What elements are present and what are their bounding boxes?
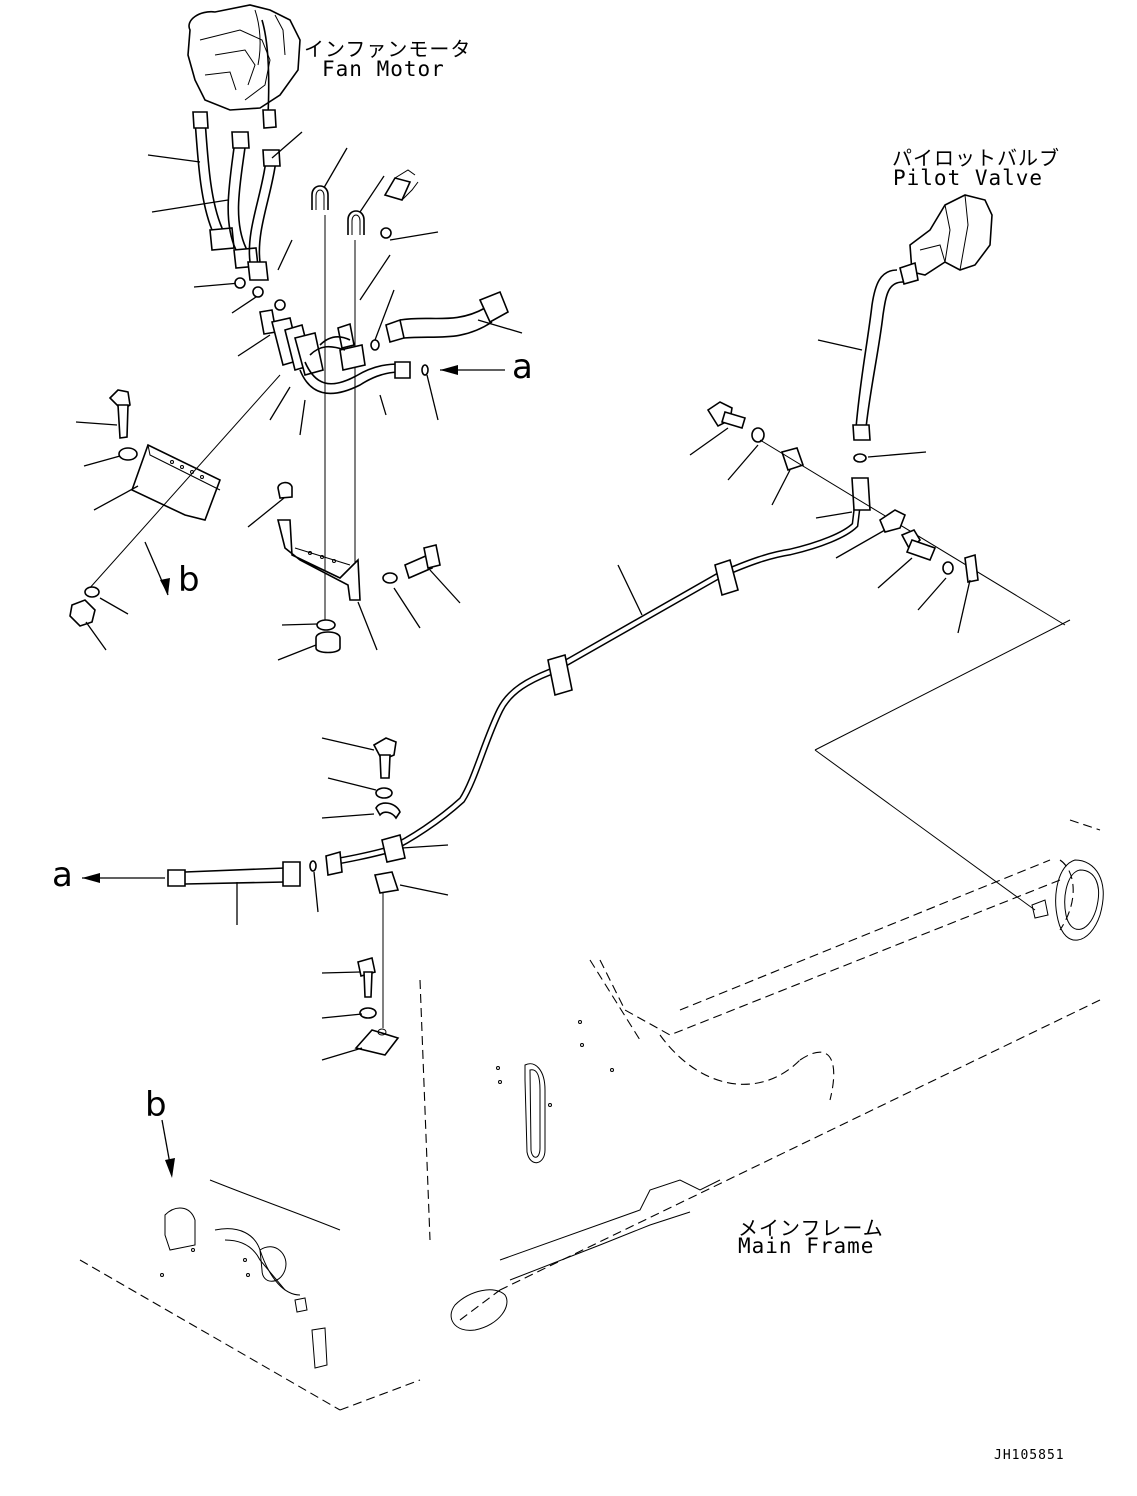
- main-pipe: [328, 477, 871, 866]
- fan-motor-hoses: [192, 111, 281, 281]
- drawing-code: JH105851: [994, 1448, 1065, 1463]
- ref-a-arrow-top: [440, 365, 505, 375]
- ref-a-label-bottom: a: [52, 855, 73, 895]
- lower-clamps: [321, 737, 449, 1061]
- fan-motor-drawing: [187, 4, 301, 129]
- main-frame-label-en: Main Frame: [738, 1234, 875, 1258]
- leader-lines-upper: [147, 131, 523, 436]
- ref-b-arrow-lower: [161, 1119, 175, 1178]
- u-bolts: [311, 185, 365, 620]
- center-bracket: [247, 481, 461, 661]
- fittings-cluster: [259, 309, 411, 395]
- fan-motor-label-jp: インファンモータ: [304, 37, 472, 61]
- ref-a-label-top: a: [512, 347, 533, 387]
- main-frame-drawing: [79, 619, 1104, 1411]
- ref-b-label-top: b: [178, 560, 200, 600]
- main-frame-label-jp: メインフレーム: [738, 1216, 884, 1240]
- ref-b-label-bottom: b: [145, 1085, 167, 1125]
- right-fittings: [689, 401, 1066, 634]
- bracket-plate-left: [69, 374, 281, 651]
- pilot-valve-label-en: Pilot Valve: [893, 166, 1044, 190]
- return-hose: [383, 169, 510, 343]
- pilot-valve-drawing: [817, 194, 993, 458]
- o-rings: [234, 227, 867, 463]
- lower-hose: [82, 850, 343, 925]
- pilot-valve-label-jp: パイロットバルブ: [892, 146, 1060, 170]
- fan-motor-label-en: Fan Motor: [322, 57, 445, 81]
